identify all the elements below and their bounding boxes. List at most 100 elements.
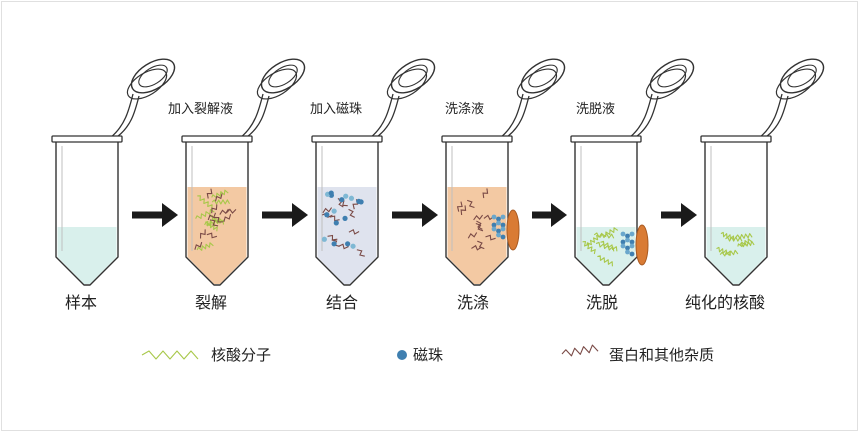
magnetic-bead [620,231,626,237]
protein-impurity-mark [356,249,365,257]
tube-5 [570,58,695,286]
right-arrow-icon [532,203,567,227]
nucleic-acid-strand [205,220,218,232]
nucleic-acid-strand [600,227,619,238]
magnetic-bead [620,243,626,249]
tube-cap-inner [138,64,168,88]
nucleic-acid-strand [719,249,739,257]
magnetic-bead [496,220,501,226]
legend-nucleic-acid-label: 核酸分子 [211,346,272,364]
magnetic-bead [491,226,497,232]
protein-impurity-mark [466,199,475,209]
protein-impurity-mark [348,228,360,235]
protein-impurity-mark [211,204,218,214]
magnetic-bead [496,228,501,234]
protein-impurity-mark [213,216,223,223]
tube-liquid [706,227,766,284]
nucleic-acid-strand [597,255,613,267]
magnetic-bead [321,236,327,242]
nucleic-acid-strand [197,195,213,210]
step-label-lysis: 裂解 [195,293,228,312]
tube-cap-inner [657,64,687,88]
step-label-wash: 洗涤 [457,293,490,312]
protein-impurity-mark [207,212,217,221]
magnetic-bead [496,216,501,222]
magnetic-bead [496,232,501,238]
protein-impurity-mark [322,207,333,214]
protein-impurity-mark [225,208,237,214]
arrow-head [162,203,178,227]
magnetic-bead [356,198,362,204]
magnetic-bead [625,237,630,243]
magnetic-bead [625,245,630,251]
tube-liquid [317,187,377,284]
tube-cap-strap-inner [239,93,264,139]
tube-cap-strap [503,95,530,140]
tube-cap-strap-inner [499,93,524,139]
nucleic-acid-strand [195,209,215,219]
tube-outline [185,142,249,286]
right-arrow-icon [392,203,438,227]
protein-impurity-mark [473,214,484,221]
protein-impurity-mark [348,208,355,218]
legend-bead-icon [397,350,407,360]
nucleic-acid-strand [737,238,752,248]
tube-cap-strap [762,95,789,140]
nucleic-acid-strand [586,234,601,246]
tube-cap-strap-inner [758,93,783,139]
arrow-head [551,203,567,227]
tube-rim [700,135,772,143]
magnetic-bead [629,243,635,249]
protein-impurity-mark [199,229,206,239]
top-label-tube-3: 加入磁珠 [310,102,363,117]
legend [141,344,599,360]
magnetic-bead [342,215,348,221]
legend-nucleic-acid-icon [141,350,199,360]
tube-liquid [447,187,507,284]
magnetic-bead [625,233,630,239]
protein-impurity-mark [476,220,483,230]
magnetic-bead [500,222,506,228]
tube-outline [704,142,768,286]
tube-outline [315,142,379,286]
magnetic-bead [625,249,630,255]
legend-protein-icon [561,344,599,357]
magnetic-bead [500,226,506,232]
magnetic-bead [629,231,635,237]
protein-impurity-mark [482,188,489,199]
magnetic-bead [491,222,497,228]
protein-impurity-mark [471,244,482,251]
tube-rim [181,135,253,143]
magnet-icon [506,209,520,251]
nucleic-acid-strand [593,232,615,239]
tube-cap-inner [787,64,817,88]
tube-rim [570,135,642,143]
tube-cap-inner [398,64,428,88]
arrow-head [292,203,308,227]
tube-cap-rim [645,68,687,100]
right-arrow-icon [132,203,178,227]
tube-rim [311,135,383,143]
tube-cap-strap [632,95,659,140]
protein-impurity-mark [338,243,349,250]
magnetic-bead [328,190,334,196]
tube-cap-strap [243,95,270,140]
nucleic-acid-strand [735,233,753,240]
step-label-elution: 洗脱 [586,293,619,312]
tube-6 [700,58,825,286]
nucleic-acid-strand [720,231,735,241]
magnetic-bead [629,251,635,257]
magnetic-bead [331,241,337,247]
tube-cap-rim [775,68,817,100]
protein-impurity-mark [206,188,213,199]
tube-2 [181,58,306,286]
protein-impurity-mark [456,201,463,212]
tube-1 [51,58,176,286]
magnetic-bead [500,214,506,220]
tube-rim [51,135,123,143]
protein-impurity-mark [477,240,485,250]
magnetic-bead [629,239,635,245]
step-label-binding: 结合 [326,293,359,312]
